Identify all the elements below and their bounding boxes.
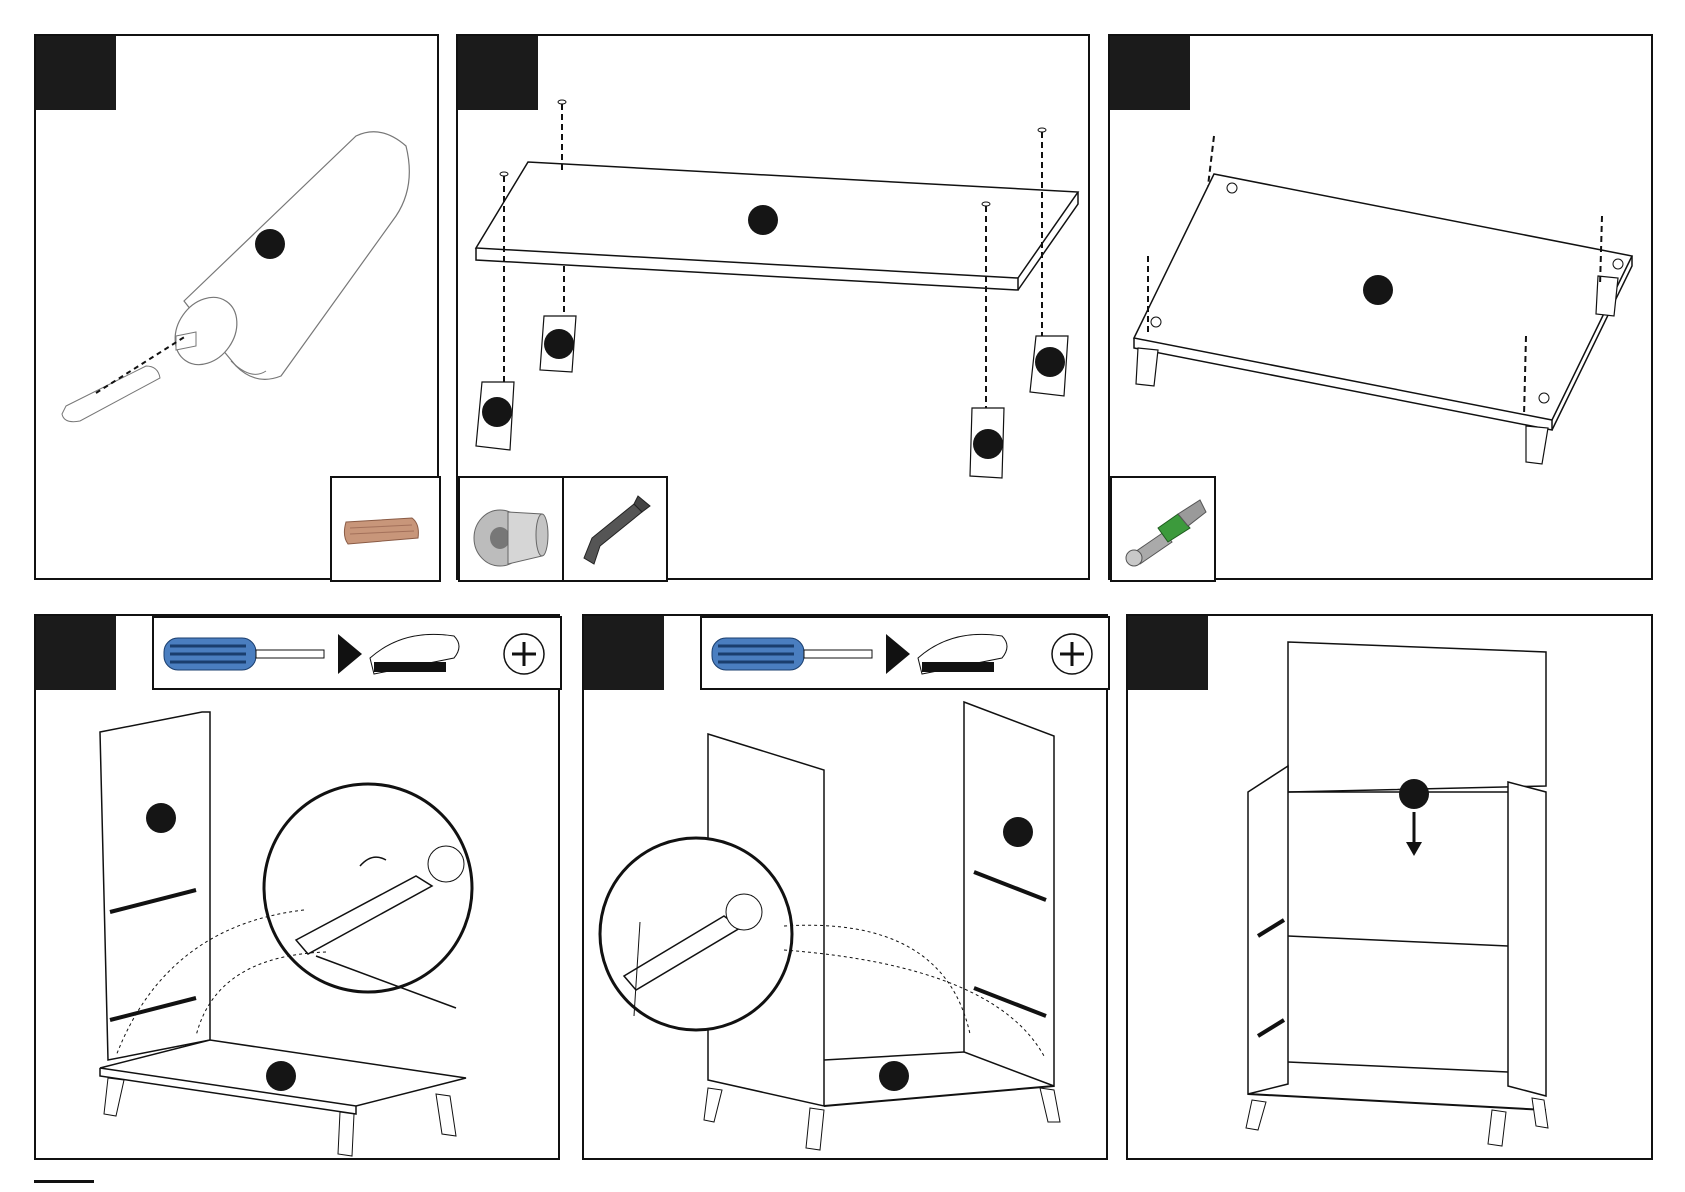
- cam-bolt-thumbnail: [1110, 476, 1216, 582]
- leg-nut-thumbnail: [458, 476, 564, 582]
- step-4-panel: [34, 614, 560, 1160]
- allen-key-thumbnail: [562, 476, 668, 582]
- part-number-dot: [1399, 779, 1429, 809]
- part-number-dot: [1363, 275, 1393, 305]
- part-number-dot: [255, 229, 285, 259]
- side-panel-assembly-illustration: [36, 616, 562, 1162]
- back-panel-insert-illustration: [1128, 616, 1655, 1162]
- second-side-panel-illustration: [584, 616, 1110, 1162]
- page-footer-rule: [34, 1180, 94, 1183]
- cam-bolt-icon: [1112, 478, 1214, 580]
- step-3-panel: [1108, 34, 1653, 580]
- wooden-dowel-icon: [332, 478, 439, 580]
- step-2-panel: [456, 34, 1090, 580]
- step-1-panel: [34, 34, 439, 580]
- step-5-panel: [582, 614, 1108, 1160]
- dowel-thumbnail: [330, 476, 441, 582]
- step-6-panel: [1126, 614, 1653, 1160]
- leg-connector-nut-icon: [460, 478, 562, 580]
- allen-key-icon: [564, 478, 666, 580]
